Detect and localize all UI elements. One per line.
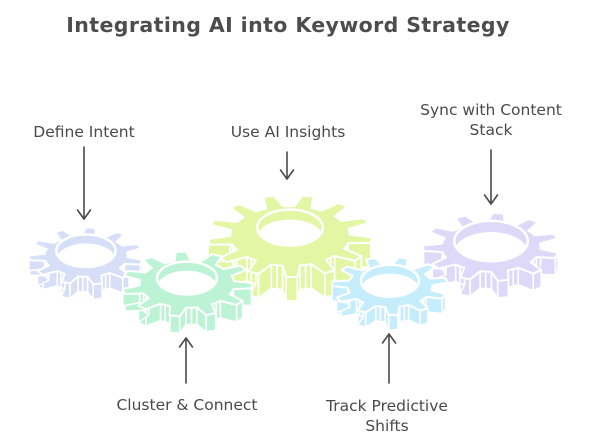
- label-use-ai-insights: Use AI Insights: [230, 123, 346, 141]
- gear-icon-cluster-and-connect: [121, 250, 253, 335]
- label-sync-with-content-stack: Sync with Content Stack: [420, 101, 562, 140]
- arrow-cluster-and-connect: [178, 337, 194, 384]
- label-cluster-and-connect: Cluster & Connect: [116, 396, 258, 414]
- gear-icon-use-ai-insights: [207, 194, 373, 302]
- gear-icon-track-predictive-shifts: [331, 256, 449, 331]
- arrow-sync-with-content-stack: [483, 149, 499, 205]
- label-track-predictive-shifts: Track Predictive Shifts: [326, 397, 448, 436]
- arrow-use-ai-insights: [279, 151, 295, 180]
- label-define-intent: Define Intent: [33, 123, 135, 141]
- gear-icon-sync-with-content-stack: [422, 212, 560, 299]
- page-title: Integrating AI into Keyword Strategy: [66, 13, 510, 37]
- arrow-define-intent: [76, 146, 92, 220]
- arrow-track-predictive-shifts: [381, 333, 397, 384]
